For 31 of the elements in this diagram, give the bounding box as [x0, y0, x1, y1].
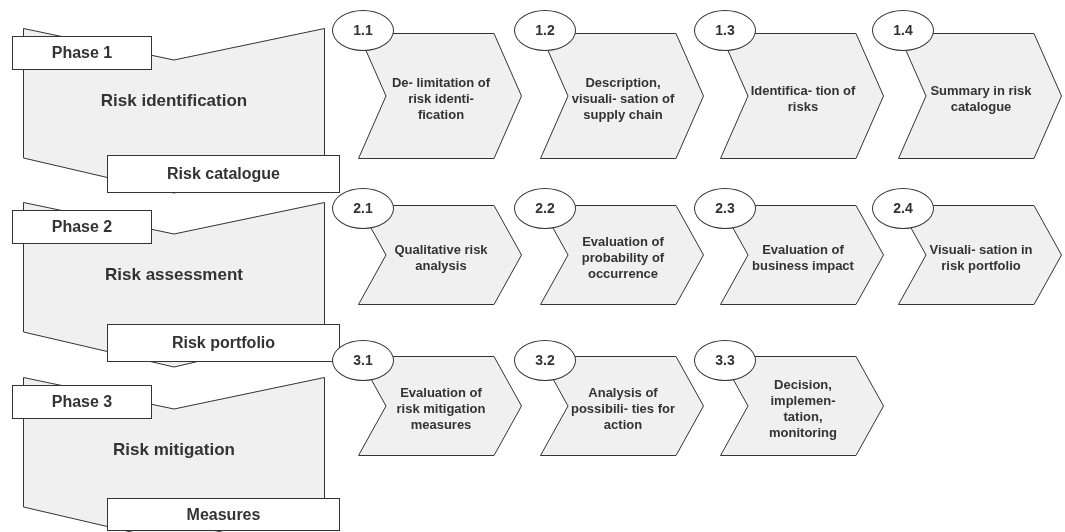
step-number-circle: 2.3	[694, 188, 756, 229]
step-number-circle: 2.2	[514, 188, 576, 229]
label-box: Measures	[107, 498, 340, 531]
step-text: Evaluation of business impact	[751, 241, 855, 275]
step-text: De- limitation of risk identi- fication	[390, 74, 492, 124]
step-text: Evaluation of probability of occurrence	[580, 233, 666, 283]
phase-title: Risk identification	[100, 89, 248, 112]
step-text: Decision, implemen- tation, monitoring	[768, 376, 838, 442]
label-box: Phase 2	[12, 210, 152, 244]
step-number-circle: 1.2	[514, 10, 576, 51]
step-text: Identifica- tion of risks	[750, 82, 856, 116]
step-number-circle: 3.2	[514, 340, 576, 381]
step-text: Visuali- sation in risk portfolio	[928, 241, 1034, 275]
label-box: Phase 1	[12, 36, 152, 70]
step-number-circle: 3.1	[332, 340, 394, 381]
step-text: Evaluation of risk mitigation measures	[395, 384, 487, 434]
step-number-circle: 3.3	[694, 340, 756, 381]
step-text: Qualitative risk analysis	[393, 241, 489, 275]
step-number-circle: 1.4	[872, 10, 934, 51]
step-number-circle: 2.4	[872, 188, 934, 229]
step-number-circle: 2.1	[332, 188, 394, 229]
phase-title: Risk mitigation	[113, 438, 235, 461]
step-number-circle: 1.3	[694, 10, 756, 51]
phase-title: Risk assessment	[105, 263, 243, 286]
step-text: Analysis of possibili- ties for action	[570, 384, 676, 434]
step-text: Description, visuali- sation of supply chain	[570, 74, 676, 124]
label-box: Risk catalogue	[107, 155, 340, 193]
step-number-circle: 1.1	[332, 10, 394, 51]
label-box: Phase 3	[12, 385, 152, 419]
step-text: Summary in risk catalogue	[929, 82, 1033, 116]
label-box: Risk portfolio	[107, 324, 340, 362]
